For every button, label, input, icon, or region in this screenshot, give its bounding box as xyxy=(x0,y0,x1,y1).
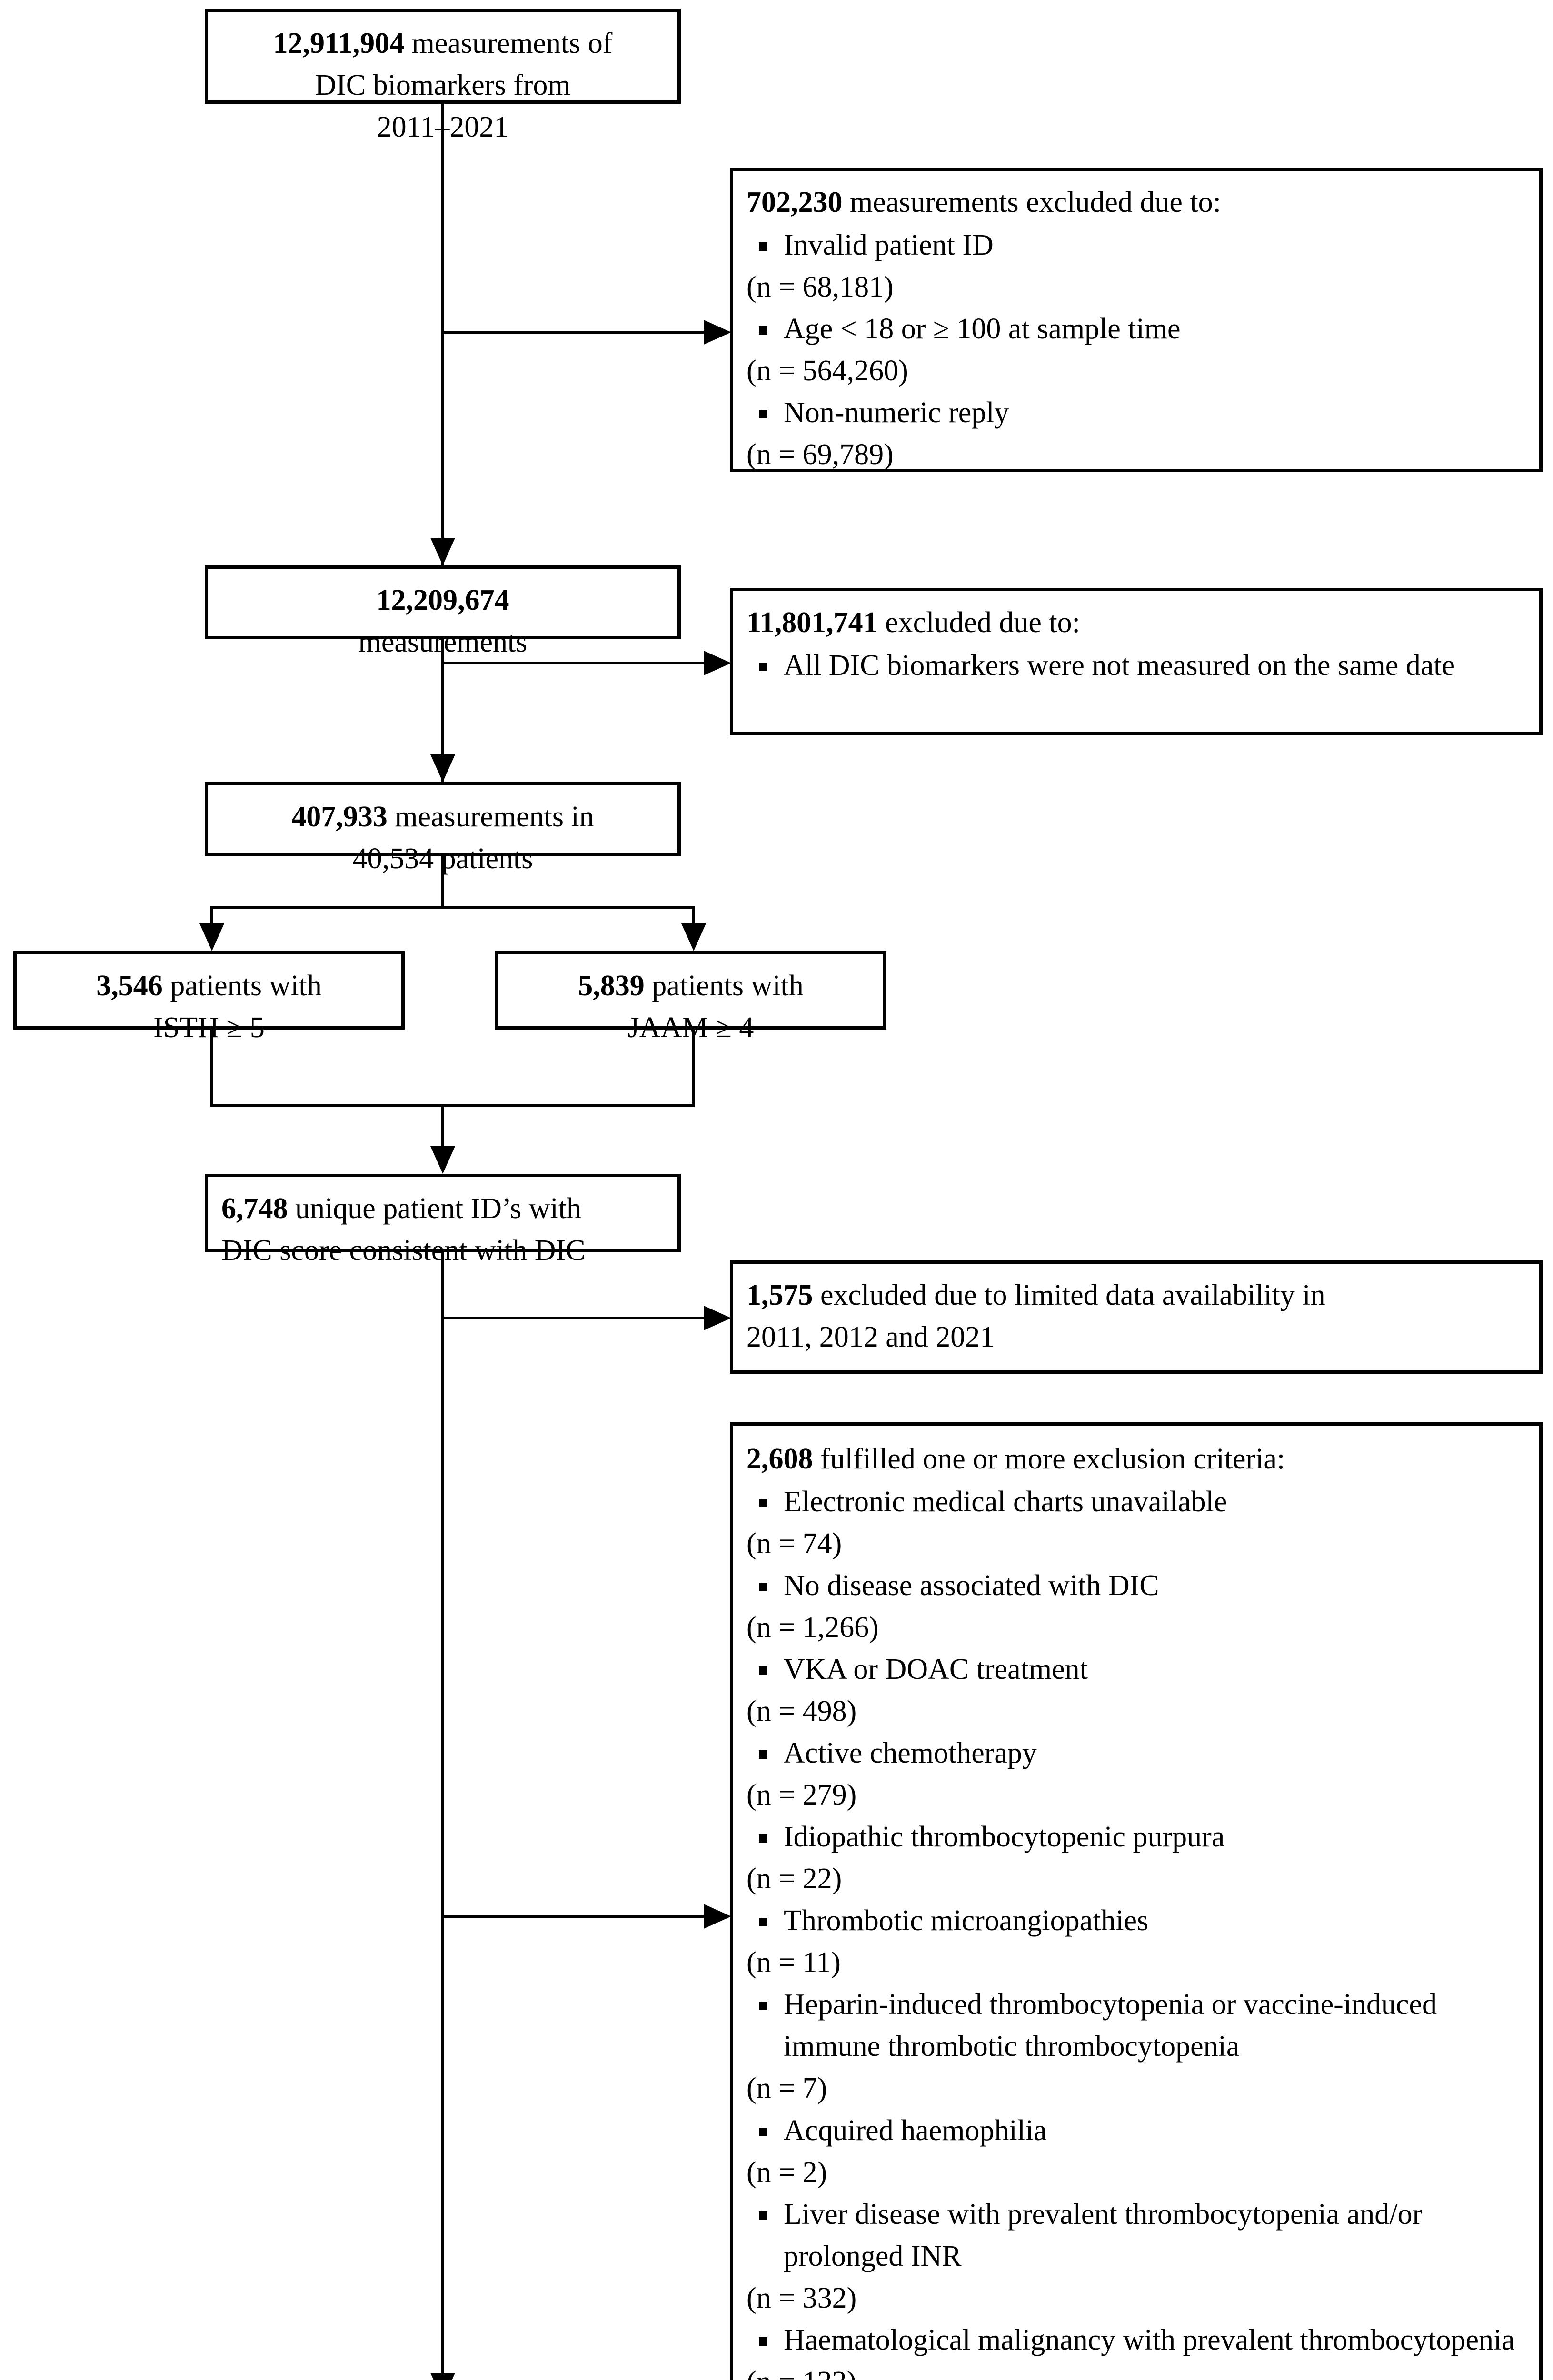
merged-line1: 6,748 unique patient ID’s with xyxy=(221,1192,581,1225)
arrowhead-to-remaining2 xyxy=(430,754,455,782)
list-item: Non-numeric reply (n = 69,789) xyxy=(747,392,1526,476)
connector-source-to-remaining1 xyxy=(441,104,444,565)
excluded3-line1: 1,575 excluded due to limited data avail… xyxy=(747,1279,1325,1311)
node-source-line1: 12,911,904 measurements of xyxy=(273,27,613,60)
node-merged-unique-ids: 6,748 unique patient ID’s with DIC score… xyxy=(205,1174,681,1267)
connector-remaining1-to-remaining2 xyxy=(441,639,444,782)
list-item: Age < 18 or ≥ 100 at sample time (n = 56… xyxy=(747,308,1526,392)
excluded2-header: 11,801,741 excluded due to: xyxy=(747,606,1080,639)
isth-line2: ISTH ≥ 5 xyxy=(153,1012,265,1044)
list-item: Invalid patient ID (n = 68,181) xyxy=(747,224,1526,308)
excluded3-line2: 2011, 2012 and 2021 xyxy=(747,1321,995,1354)
node-excluded-limited-data: 1,575 excluded due to limited data avail… xyxy=(730,1260,1543,1374)
exclusion-criteria-list: Electronic medical charts unavailable (n… xyxy=(747,1481,1526,2380)
connector-to-excluded1 xyxy=(441,331,727,334)
arrowhead-to-excluded3 xyxy=(704,1306,731,1330)
list-item: Thrombotic microangiopathies (n = 11) xyxy=(747,1900,1526,1983)
node-branch-jaam: 5,839 patients with JAAM ≥ 4 xyxy=(495,951,886,1044)
excluded2-criteria-list: All DIC biomarkers were not measured on … xyxy=(747,645,1526,686)
remaining1-line1: 12,209,674 xyxy=(376,584,509,616)
excluded1-criteria-list: Invalid patient ID (n = 68,181) Age < 18… xyxy=(747,224,1526,476)
connector-merged-to-final xyxy=(441,1252,444,2380)
connector-split-right xyxy=(692,906,695,938)
node-exclusion-criteria: 2,608 fulfilled one or more exclusion cr… xyxy=(730,1422,1543,2380)
arrowhead-to-remaining1 xyxy=(430,538,455,565)
arrowhead-to-jaam xyxy=(681,923,706,951)
node-source-line2: DIC biomarkers from xyxy=(315,69,571,102)
list-item: Liver disease with prevalent thrombocyto… xyxy=(747,2193,1526,2319)
connector-merge-right xyxy=(692,1030,695,1107)
isth-line1: 3,546 patients with xyxy=(96,970,322,1002)
excluded4-header: 2,608 fulfilled one or more exclusion cr… xyxy=(747,1443,1285,1475)
node-excluded-measurements-2: 11,801,741 excluded due to: All DIC biom… xyxy=(730,588,1543,735)
arrowhead-to-excluded4 xyxy=(704,1904,731,1929)
node-branch-isth: 3,546 patients with ISTH ≥ 5 xyxy=(13,951,405,1044)
arrowhead-to-final xyxy=(430,2373,455,2380)
connector-merge-stem xyxy=(441,1104,444,1165)
connector-to-excluded2 xyxy=(441,662,727,664)
list-item: No disease associated with DIC (n = 1,26… xyxy=(747,1565,1526,1648)
list-item: Acquired haemophilia (n = 2) xyxy=(747,2110,1526,2193)
jaam-line2: JAAM ≥ 4 xyxy=(627,1012,754,1044)
list-item: Electronic medical charts unavailable (n… xyxy=(747,1481,1526,1565)
remaining2-line1: 407,933 measurements in xyxy=(291,801,594,833)
arrowhead-to-excluded2 xyxy=(704,651,731,675)
arrowhead-to-merged xyxy=(430,1146,455,1174)
connector-to-excluded4 xyxy=(441,1915,727,1918)
list-item: VKA or DOAC treatment (n = 498) xyxy=(747,1648,1526,1732)
connector-split-stem xyxy=(441,856,444,909)
arrowhead-to-isth xyxy=(199,923,224,951)
list-item: Idiopathic thrombocytopenic purpura (n =… xyxy=(747,1816,1526,1900)
node-source-measurements: 12,911,904 measurements of DIC biomarker… xyxy=(205,9,681,143)
connector-split-left xyxy=(210,906,213,938)
connector-merge-bar xyxy=(210,1104,695,1107)
list-item: Haematological malignancy with prevalent… xyxy=(747,2319,1526,2380)
list-item: Active chemotherapy (n = 279) xyxy=(747,1732,1526,1816)
connector-split-bar xyxy=(210,906,695,909)
connector-merge-left xyxy=(210,1030,213,1107)
node-remaining-measurements-1: 12,209,674 measurements xyxy=(205,565,681,658)
arrowhead-to-excluded1 xyxy=(704,320,731,345)
merged-line2: DIC score consistent with DIC xyxy=(221,1234,586,1267)
connector-to-excluded3 xyxy=(441,1317,727,1319)
node-remaining-measurements-2: 407,933 measurements in 40,534 patients xyxy=(205,782,681,875)
jaam-line1: 5,839 patients with xyxy=(578,970,804,1002)
list-item: All DIC biomarkers were not measured on … xyxy=(747,645,1526,686)
node-excluded-measurements-1: 702,230 measurements excluded due to: In… xyxy=(730,168,1543,472)
list-item: Heparin-induced thrombocytopenia or vacc… xyxy=(747,1983,1526,2109)
excluded1-header: 702,230 measurements excluded due to: xyxy=(747,186,1221,218)
